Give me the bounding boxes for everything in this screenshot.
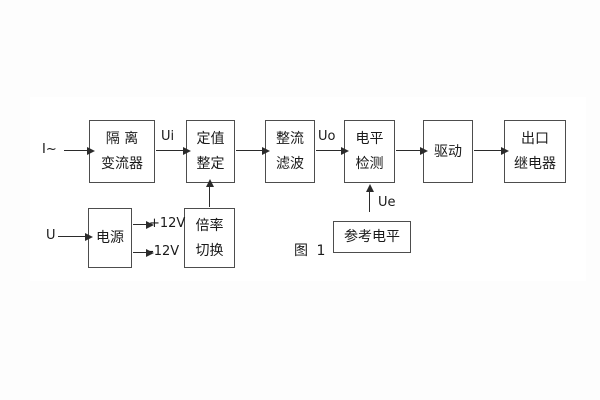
block-relay-line2: 继电器 — [514, 156, 556, 172]
label-ue: Ue — [378, 195, 396, 210]
block-ratio-line2: 切换 — [195, 242, 224, 259]
arrow-input-voltage-icon — [58, 236, 86, 238]
block-rectifier-filter: 整流 滤波 — [265, 120, 315, 183]
arrow-level-to-driver-icon — [396, 150, 421, 152]
arrow-reference-to-level-icon — [369, 191, 371, 212]
block-power-line1: 电源 — [96, 230, 124, 246]
arrow-ratio-to-setpoint-icon — [209, 186, 211, 207]
block-output-relay: 出口 继电器 — [504, 120, 566, 183]
block-level-detector: 电平 检测 — [344, 120, 395, 183]
figure-caption: 图 1 — [294, 243, 328, 259]
block-isolation-transformer: 隔 离 变流器 — [89, 120, 155, 183]
block-setpoint-adjust: 定值 整定 — [186, 120, 235, 183]
block-relay-line1: 出口 — [521, 131, 549, 147]
arrow-rectifier-to-level-icon — [316, 150, 342, 152]
block-isolation-line2: 变流器 — [101, 156, 143, 172]
arrow-minus12v-icon — [133, 252, 147, 254]
block-ratio-switch: 倍率 切换 — [184, 208, 235, 268]
block-power-supply: 电源 — [88, 208, 132, 268]
label-input-current: I~ — [42, 142, 57, 157]
block-setpoint-line2: 整定 — [196, 156, 225, 172]
label-ui: Ui — [161, 129, 175, 144]
arrow-setpoint-to-rectifier-icon — [236, 150, 263, 152]
block-driver: 驱动 — [423, 120, 473, 183]
block-setpoint-line1: 定值 — [196, 131, 225, 147]
block-level-line1: 电平 — [355, 131, 384, 147]
arrow-driver-to-relay-icon — [474, 150, 502, 152]
block-ratio-line1: 倍率 — [195, 217, 224, 234]
block-reference-level: 参考电平 — [333, 221, 411, 253]
label-input-voltage: U — [46, 228, 56, 243]
block-level-line2: 检测 — [355, 156, 384, 172]
block-reference-line1: 参考电平 — [344, 229, 400, 245]
block-rectifier-line2: 滤波 — [276, 156, 304, 172]
arrow-input-current-icon — [64, 150, 88, 152]
block-rectifier-line1: 整流 — [276, 131, 304, 147]
label-uo: Uo — [318, 129, 336, 144]
arrow-plus12v-icon — [133, 224, 147, 226]
arrow-isolation-to-setpoint-icon — [156, 150, 184, 152]
block-driver-line1: 驱动 — [434, 143, 462, 160]
label-minus12v: -12V — [149, 244, 180, 259]
block-isolation-line1: 隔 离 — [105, 131, 139, 147]
label-plus12v: +12V — [149, 216, 186, 231]
